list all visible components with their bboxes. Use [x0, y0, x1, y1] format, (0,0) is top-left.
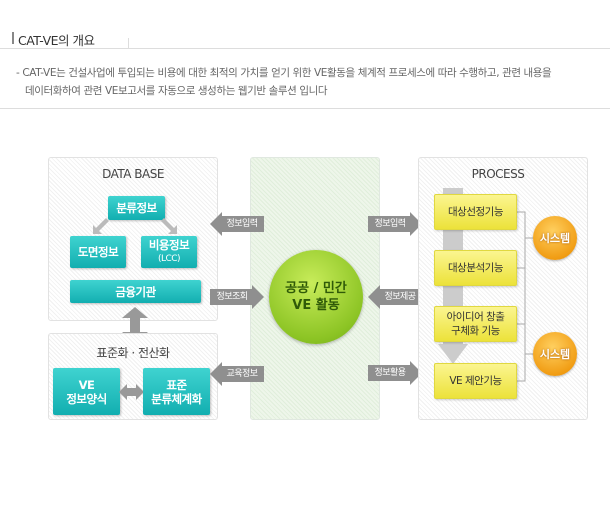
ve-form-line: VE: [78, 377, 95, 392]
std-line: 분류체계화: [151, 391, 202, 406]
arrow-label: 교육정보: [226, 369, 258, 379]
process-step: VE 제안기능: [434, 363, 517, 399]
step-line: 구체화 기능: [451, 325, 500, 337]
education-arrow: 교육정보: [210, 361, 264, 387]
system-circle: 시스템: [533, 216, 577, 260]
info-input-right-arrow: 정보입력: [368, 211, 422, 237]
info-input-left-arrow: 정보입력: [210, 211, 264, 237]
info-utilize-arrow: 정보활용: [368, 360, 422, 386]
divider: [0, 48, 610, 49]
page-title: CAT-VE의 개요: [18, 33, 95, 48]
ve-form-line: 정보양식: [66, 391, 107, 406]
arrow-label: 정보입력: [226, 219, 258, 229]
classification-box: 분류정보: [108, 196, 165, 220]
finance-box: 금융기관: [70, 280, 201, 303]
process-step: 대상선정기능: [434, 194, 517, 230]
divider: [0, 108, 610, 109]
description-line: 데이터화하여 관련 VE보고서를 자동으로 생성하는 웹기반 솔루션 입니다: [25, 85, 328, 97]
ve-activity-circle: 공공 / 민간 VE 활동: [269, 250, 363, 344]
description-line: - CAT-VE는 건설사업에 투입되는 비용에 대한 최적의 가치를 얻기 위…: [16, 67, 552, 79]
info-query-arrow: 정보조회: [210, 284, 264, 310]
info-provide-arrow: 정보제공: [368, 284, 422, 310]
cost-label: 비용정보: [148, 238, 190, 252]
description: - CAT-VE는 건설사업에 투입되는 비용에 대한 최적의 가치를 얻기 위…: [16, 64, 606, 100]
arrow-label: 정보활용: [374, 368, 406, 378]
process-step: 대상분석기능: [434, 250, 517, 286]
connector-lines: [517, 211, 534, 382]
title-bar-icon: [12, 32, 14, 44]
split-arrows-icon: [93, 218, 177, 234]
center-line: 공공 / 민간: [285, 281, 347, 296]
arrow-label: 정보조회: [216, 292, 248, 302]
drawing-box: 도면정보: [70, 236, 126, 268]
std-line: 표준: [166, 377, 187, 392]
divider-tick: [128, 38, 129, 48]
cost-sub: (LCC): [157, 254, 181, 264]
process-title: PROCESS: [471, 167, 525, 181]
arrow-label: 정보입력: [374, 219, 406, 229]
standard-title: 표준화 · 전산화: [96, 346, 170, 360]
cost-box: 비용정보 (LCC): [141, 236, 197, 268]
double-arrow-icon: [119, 384, 144, 400]
database-title: DATA BASE: [102, 167, 164, 181]
system-circle: 시스템: [533, 332, 577, 376]
step-line: 아이디어 창출: [446, 311, 505, 323]
arrow-label: 정보제공: [384, 292, 416, 302]
center-line: VE 활동: [292, 298, 340, 313]
